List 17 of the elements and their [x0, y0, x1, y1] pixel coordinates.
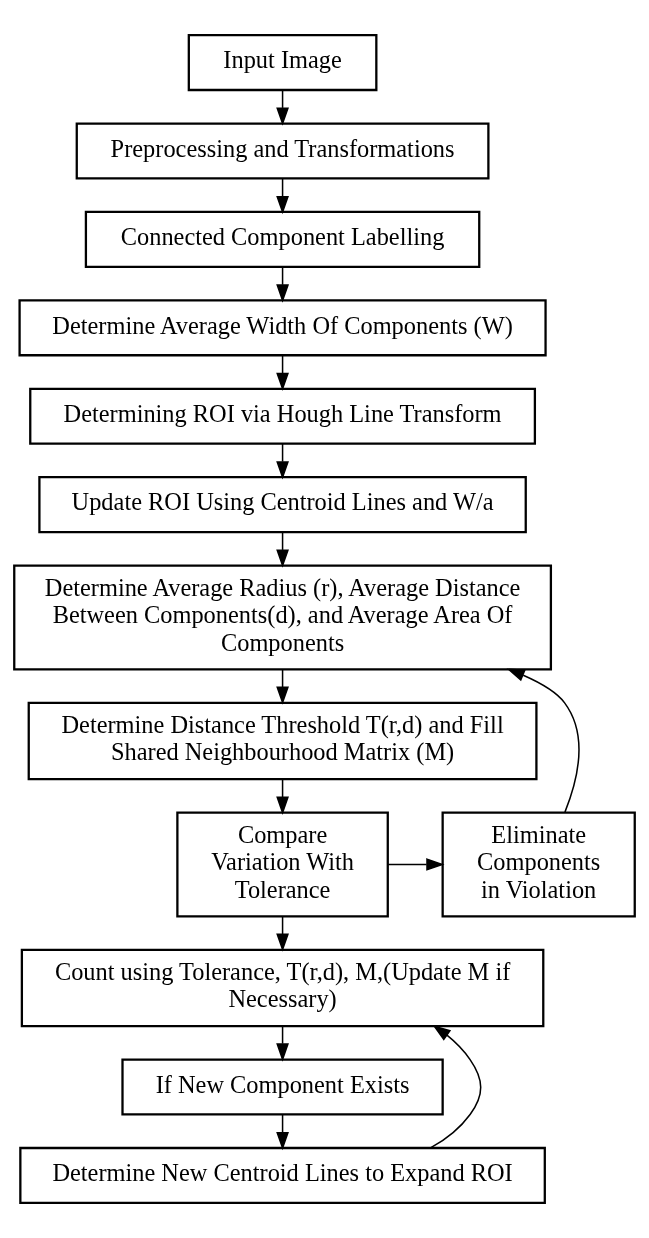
- arrow: [387, 858, 445, 871]
- arrow: [506, 668, 580, 813]
- node-box: Determine New Centroid Lines to Expand ROI: [19, 1146, 546, 1205]
- node-box: Update ROI Using Centroid Lines and W/a: [38, 476, 527, 534]
- node-box: Determine Average Radius (r), Average Distance Between Components(d), and Average Area Of Components: [13, 564, 553, 671]
- node-box: Preprocessing and Transformations: [75, 122, 490, 180]
- node-box: Eliminate Components in Violation: [441, 811, 636, 918]
- node-box: If New Component Exists: [121, 1058, 444, 1116]
- arrow: [276, 778, 289, 815]
- node-box: Determine Average Width Of Components (W): [18, 299, 547, 357]
- node-box: Determining ROI via Hough Line Transform: [29, 387, 537, 445]
- node-box: Count using Tolerance, T(r,d), M,(Update M if Necessary): [20, 948, 545, 1028]
- node-box: Compare Variation With Tolerance: [176, 811, 389, 918]
- node-box: Input Image: [187, 33, 378, 92]
- node-box: Determine Distance Threshold T(r,d) and Fill Shared Neighbourhood Matrix (M): [27, 701, 538, 781]
- arrow: [429, 1024, 482, 1149]
- node-box: Connected Component Labelling: [84, 210, 481, 268]
